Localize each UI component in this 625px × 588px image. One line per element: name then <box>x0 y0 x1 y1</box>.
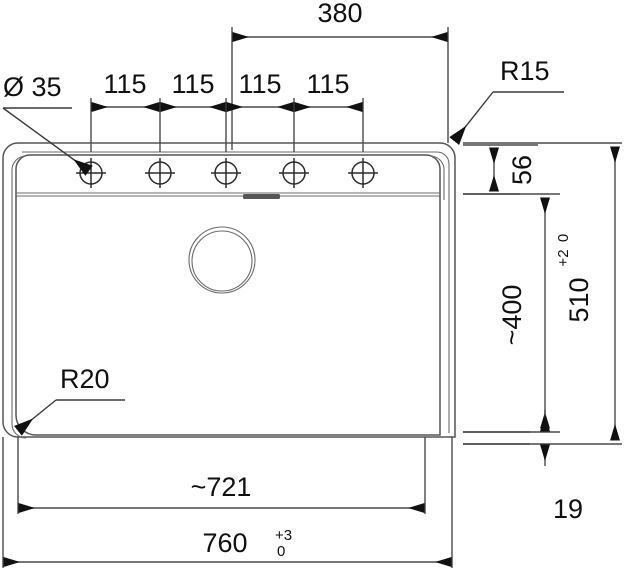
dimension-510-label: 510 <box>564 277 594 322</box>
sink-bowl-corner-right <box>429 155 445 169</box>
tap-hole <box>211 158 241 188</box>
dimension-spacing-chain: 115 115 115 115 <box>90 69 364 152</box>
dimension-510-tol-lower: 0 <box>555 234 572 242</box>
overflow-slot <box>243 194 280 199</box>
dimension-115-a-label: 115 <box>103 69 146 99</box>
callout-radius-20: R20 <box>13 364 125 436</box>
dimension-760-tol-upper: +3 <box>275 527 292 544</box>
dimension-721-label: ~721 <box>191 472 252 502</box>
dimension-400: ~400 <box>463 193 560 433</box>
radius-20-label: R20 <box>60 364 110 394</box>
dimension-380: 380 <box>231 0 449 150</box>
diameter-35-label: Ø 35 <box>3 72 62 102</box>
dimension-19: 19 <box>463 410 583 524</box>
dimension-510-tol-upper: +2 <box>555 249 572 266</box>
dimension-400-label: ~400 <box>497 285 527 346</box>
sink-outer-edge <box>2 142 456 438</box>
dimension-115-d-label: 115 <box>306 69 349 99</box>
dimension-760-label: 760 <box>202 528 247 558</box>
sink-rim-inner-edge <box>22 151 450 433</box>
dimension-760: 760 +3 0 <box>2 437 453 568</box>
dimension-115-c-label: 115 <box>238 69 281 99</box>
tap-hole <box>279 158 309 188</box>
tap-hole <box>145 158 175 188</box>
dimension-760-tol-lower: 0 <box>277 543 285 560</box>
drain-opening <box>188 226 256 294</box>
callout-radius-15: R15 <box>449 56 564 146</box>
dimension-56: 56 <box>463 144 538 195</box>
tap-hole <box>348 158 378 188</box>
dimension-56-label: 56 <box>507 155 537 185</box>
dimension-19-label: 19 <box>553 494 583 524</box>
dimension-721: ~721 <box>17 437 426 514</box>
dimension-115-b-label: 115 <box>171 69 214 99</box>
callout-hole-diameter: Ø 35 <box>2 72 93 176</box>
radius-15-label: R15 <box>500 56 550 86</box>
dimension-380-label: 380 <box>317 0 362 28</box>
sink-bowl-corner-left <box>11 155 27 171</box>
